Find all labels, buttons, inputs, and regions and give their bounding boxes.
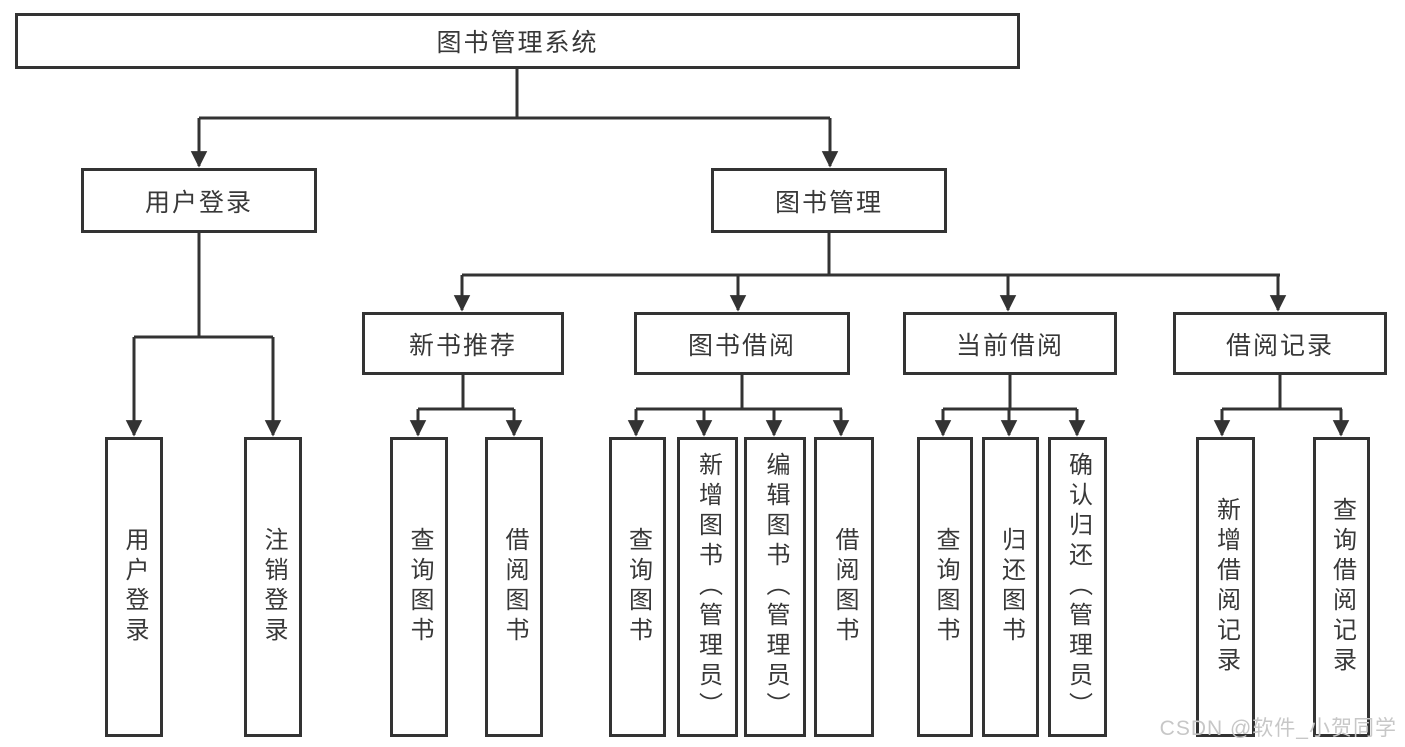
node-current-borrow: 当前借阅 <box>903 312 1117 375</box>
connector-user-login-split <box>134 233 273 339</box>
node-leaf-rec-query: 查询借阅记录 <box>1313 437 1370 737</box>
node-label: 图书管理系统 <box>436 29 599 57</box>
node-user-login: 用户登录 <box>81 168 317 233</box>
node-label: 注销登录 <box>260 527 287 647</box>
node-label: 查询借阅记录 <box>1328 497 1356 677</box>
node-leaf-nb-borrow-books: 借阅图书 <box>485 437 543 737</box>
node-leaf-rec-add: 新增借阅记录 <box>1196 437 1255 737</box>
node-leaf-cb-confirm-return: 确认归还（管理员） <box>1048 437 1107 737</box>
node-leaf-nb-query-books: 查询图书 <box>390 437 448 737</box>
node-leaf-bb-query-books: 查询图书 <box>609 437 666 737</box>
node-leaf-bb-add-books: 新增图书（管理员） <box>677 437 738 737</box>
node-label: 图书借阅 <box>687 331 796 360</box>
node-label: 用户登录 <box>121 527 148 647</box>
node-label: 新增图书（管理员） <box>694 452 722 722</box>
node-leaf-bb-edit-books: 编辑图书（管理员） <box>744 437 806 737</box>
node-label: 借阅图书 <box>501 527 528 647</box>
node-label: 图书管理 <box>774 188 883 217</box>
connector-root-split <box>199 69 830 120</box>
node-leaf-cb-return-books: 归还图书 <box>982 437 1039 737</box>
node-new-book-rec: 新书推荐 <box>362 312 564 375</box>
node-book-borrow: 图书借阅 <box>634 312 850 375</box>
node-label: 借阅图书 <box>831 527 858 647</box>
node-leaf-user-login: 用户登录 <box>105 437 163 737</box>
node-leaf-cb-query-books: 查询图书 <box>917 437 973 737</box>
node-label: 编辑图书（管理员） <box>762 452 789 722</box>
connector-current-borrow-split <box>943 375 1077 411</box>
node-label: 查询图书 <box>406 527 433 647</box>
node-label: 查询图书 <box>932 527 959 647</box>
node-leaf-bb-borrow-books: 借阅图书 <box>814 437 874 737</box>
node-borrow-records: 借阅记录 <box>1173 312 1387 375</box>
node-label: 归还图书 <box>997 527 1025 647</box>
node-label: 新书推荐 <box>408 331 517 360</box>
node-label: 当前借阅 <box>955 331 1064 360</box>
node-label: 确认归还（管理员） <box>1064 452 1092 722</box>
node-leaf-logout: 注销登录 <box>244 437 302 737</box>
node-label: 查询图书 <box>624 527 652 647</box>
node-label: 新增借阅记录 <box>1212 497 1240 677</box>
connector-book-mgmt-split <box>462 233 1280 277</box>
connector-records-split <box>1222 375 1342 411</box>
node-label: 借阅记录 <box>1225 331 1334 360</box>
connector-new-book-split <box>418 375 514 411</box>
connector-book-borrow-split <box>636 375 842 411</box>
csdn-watermark: CSDN @软件_小贺同学 <box>1159 717 1397 740</box>
node-label: 用户登录 <box>144 188 253 217</box>
node-root: 图书管理系统 <box>15 13 1020 69</box>
node-book-mgmt: 图书管理 <box>711 168 947 233</box>
